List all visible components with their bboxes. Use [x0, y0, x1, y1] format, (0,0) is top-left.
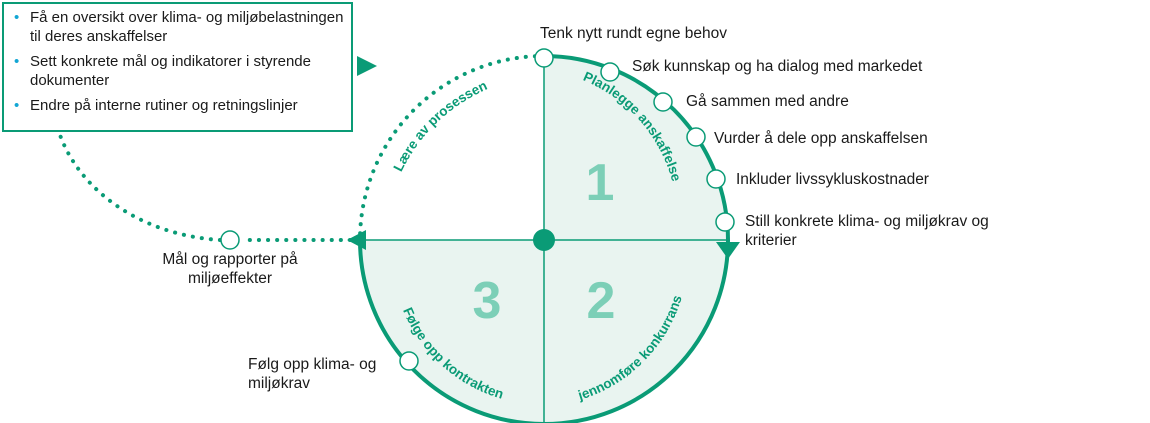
step-label: Følg opp klima- og miljøkrav — [248, 356, 377, 392]
step-label: Tenk nytt rundt egne behov — [540, 25, 727, 42]
step-label: Mål og rapporter på miljøeffekter — [162, 251, 298, 287]
callout-item: Sett konkrete mål og indikatorer i styre… — [14, 52, 345, 90]
phase3-number: 3 — [473, 272, 502, 330]
phase2-fill — [544, 240, 728, 423]
step-label: Still konkrete klima- og miljøkrav og kr… — [745, 213, 989, 249]
step-label: Søk kunnskap og ha dialog med markedet — [632, 58, 923, 75]
arrow-down-icon — [716, 242, 740, 259]
callout-list: Få en oversikt over klima- og miljøbelas… — [4, 4, 351, 115]
callout-item: Endre på interne rutiner og retningslinj… — [14, 96, 345, 115]
step-marker-icon — [686, 127, 706, 147]
phase3-fill — [360, 240, 544, 423]
step-marker-icon — [220, 230, 240, 250]
step-marker-icon — [399, 351, 419, 371]
phase2-number: 2 — [587, 272, 616, 330]
step-label: Gå sammen med andre — [686, 93, 849, 110]
step-marker-icon — [653, 92, 673, 112]
step-marker-icon — [600, 62, 620, 82]
arrow-left-icon — [347, 230, 366, 250]
learning-dotted-arc — [358, 54, 546, 242]
phase1-fill — [544, 56, 728, 240]
step-marker-icon — [706, 169, 726, 189]
callout-pointer-icon — [357, 56, 377, 76]
step-label: Vurder å dele opp anskaffelsen — [714, 130, 928, 147]
callout-item: Få en oversikt over klima- og miljøbelas… — [14, 8, 345, 46]
callout-dotted-curve — [58, 133, 222, 242]
svg-text:Lære av prosessen: Lære av prosessen — [390, 78, 489, 174]
center-dot-icon — [533, 229, 555, 251]
phase1-number: 1 — [586, 154, 615, 212]
step-marker-icon — [534, 48, 554, 68]
step-label: Inkluder livssykluskostnader — [736, 171, 929, 188]
learning-callout: Få en oversikt over klima- og miljøbelas… — [2, 2, 353, 132]
learn-label: Lære av prosessen — [390, 78, 489, 174]
step-marker-icon — [715, 212, 735, 232]
